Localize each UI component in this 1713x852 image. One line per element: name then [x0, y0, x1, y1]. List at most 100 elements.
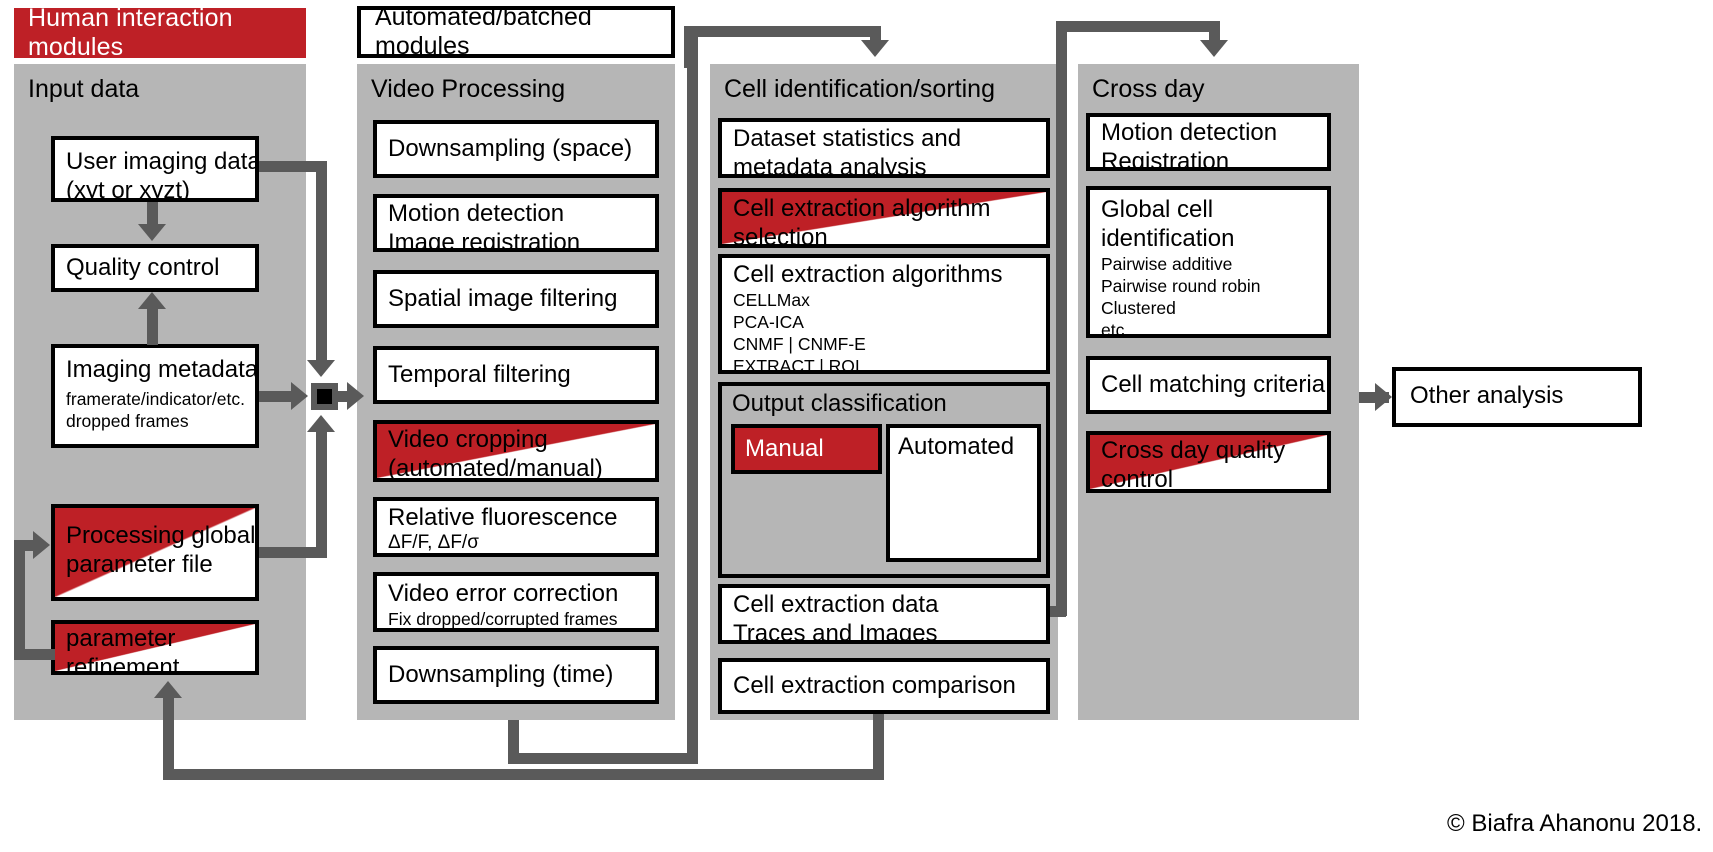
panel-title-cell-identification-sorting: Cell identification/sorting [724, 75, 995, 103]
box-parameter-refinement[interactable]: parameter refinement [51, 620, 259, 675]
box-automated[interactable]: Automated [886, 424, 1041, 562]
arrow-crossday-to-other [1375, 383, 1392, 411]
box-motion-detection-registration[interactable]: Motion detection Registration [1086, 113, 1331, 171]
connector-refinement-loop-left [14, 540, 25, 660]
connector-user-down [316, 161, 327, 361]
box-video-error-correction[interactable]: Video error correction Fix dropped/corru… [373, 572, 659, 632]
arrow-refinement-to-paramfile [33, 531, 50, 559]
box-user-imaging-data[interactable]: User imaging data (xyt or xyzt) [51, 136, 259, 202]
box-cell-extraction-comparison-line1: Cell extraction comparison [733, 672, 1016, 699]
panel-title-cross-day: Cross day [1092, 75, 1205, 103]
box-imaging-metadata-sub1: framerate/indicator/etc. [66, 389, 245, 409]
group-output-classification: Output classification Manual Automated [718, 382, 1050, 578]
arrow-video-to-cellid [861, 40, 889, 57]
box-global-cell-identification-line1: Global cell [1101, 196, 1214, 223]
box-parameter-refinement-line1: parameter [66, 625, 176, 652]
box-imaging-metadata-line1: Imaging metadata [66, 356, 259, 383]
box-downsampling-time[interactable]: Downsampling (time) [373, 646, 659, 704]
merge-junction-core [317, 389, 332, 404]
box-video-error-correction-sub1: Fix dropped/corrupted frames [388, 609, 618, 629]
box-cell-extraction-data-line1: Cell extraction data [733, 591, 939, 618]
box-cross-day-quality-control[interactable]: Cross day quality control [1086, 431, 1331, 493]
connector-feedback-video-up [687, 32, 698, 764]
box-cell-extraction-algorithms-sub3: CNMF | CNMF-E [733, 334, 866, 354]
legend-automated-label: Automated/batched modules [375, 3, 592, 60]
box-motion-detection-image-registration[interactable]: Motion detection Image registration [373, 194, 659, 252]
box-video-cropping-line1: Video cropping [388, 426, 548, 453]
box-cell-extraction-algorithms-line1: Cell extraction algorithms [733, 261, 1003, 288]
box-imaging-metadata[interactable]: Imaging metadata framerate/indicator/etc… [51, 344, 259, 448]
box-video-cropping[interactable]: Video cropping (automated/manual) [373, 420, 659, 482]
box-user-imaging-data-line1: User imaging data [66, 148, 259, 175]
box-other-analysis[interactable]: Other analysis [1392, 367, 1642, 427]
box-quality-control-line1: Quality control [66, 254, 220, 281]
box-dataset-statistics[interactable]: Dataset statistics and metadata analysis [718, 118, 1050, 178]
box-spatial-image-filtering[interactable]: Spatial image filtering [373, 270, 659, 328]
box-processing-global-parameter-file-line1: Processing global [66, 522, 256, 549]
connector-paramfile-up [316, 432, 327, 554]
box-relative-fluorescence-line1: Relative fluorescence [388, 504, 618, 531]
connector-junction-to-video [338, 391, 352, 402]
box-video-cropping-line2: (automated/manual) [388, 455, 603, 482]
box-cell-matching-criteria[interactable]: Cell matching criteria [1086, 356, 1331, 414]
box-cell-extraction-algorithms-sub2: PCA-ICA [733, 312, 804, 332]
box-manual-label: Manual [745, 435, 824, 462]
box-cross-day-quality-control-line2: control [1101, 466, 1174, 493]
arrow-junction-to-video [347, 382, 364, 410]
box-cell-extraction-algorithm-selection-line2: selection [733, 224, 828, 248]
box-dataset-statistics-line2: metadata analysis [733, 154, 927, 178]
box-cell-extraction-algorithm-selection[interactable]: Cell extraction algorithm selection [718, 188, 1050, 248]
connector-extractiondata-to-loop [1050, 606, 1066, 617]
arrow-user-to-quality [138, 224, 166, 241]
box-cell-extraction-comparison[interactable]: Cell extraction comparison [718, 658, 1050, 714]
connector-feedback-bottom-rail [163, 769, 884, 780]
box-motion-detection-image-registration-line1: Motion detection [388, 200, 565, 227]
connector-crossday-to-other [1359, 392, 1389, 403]
connector-refinement-loop-top [14, 540, 34, 551]
box-temporal-filtering[interactable]: Temporal filtering [373, 346, 659, 404]
connector-metadata-to-junction [259, 391, 293, 402]
arrow-user-into-junction [307, 360, 335, 377]
group-output-classification-title: Output classification [732, 390, 947, 417]
box-imaging-metadata-sub2: dropped frames [66, 411, 189, 431]
arrow-feedback-to-refinement [154, 681, 182, 698]
legend-automated-batched: Automated/batched modules [357, 3, 675, 60]
box-video-error-correction-line1: Video error correction [388, 580, 619, 607]
box-global-cell-identification[interactable]: Global cell identification Pairwise addi… [1086, 186, 1331, 338]
panel-title-input-data: Input data [28, 75, 140, 103]
box-user-imaging-data-line2: (xyt or xyzt) [66, 177, 190, 202]
panel-title-video-processing: Video Processing [371, 75, 566, 103]
box-manual[interactable]: Manual [731, 424, 882, 474]
box-cell-extraction-algorithm-selection-line1: Cell extraction algorithm [733, 195, 991, 222]
connector-feedback-comparison-down [873, 714, 884, 780]
box-cell-matching-criteria-line1: Cell matching criteria [1101, 371, 1326, 398]
arrow-metadata-to-junction [291, 382, 308, 410]
box-quality-control[interactable]: Quality control [51, 244, 259, 292]
box-global-cell-identification-sub2: Pairwise round robin [1101, 276, 1261, 296]
box-global-cell-identification-sub3: Clustered [1101, 298, 1176, 318]
connector-feedback-video-down [508, 720, 519, 764]
arrow-metadata-to-quality [138, 292, 166, 309]
connector-metadata-to-quality [147, 309, 158, 345]
box-cell-extraction-algorithms-sub1: CELLMax [733, 290, 810, 310]
copyright-text: © Biafra Ahanonu 2018. [1447, 810, 1703, 837]
connector-user-right [259, 161, 327, 172]
box-downsampling-space[interactable]: Downsampling (space) [373, 120, 659, 178]
box-processing-global-parameter-file-line2: parameter file [66, 551, 213, 578]
box-processing-global-parameter-file[interactable]: Processing global parameter file [51, 504, 259, 601]
connector-video-to-cellid-top [684, 26, 881, 37]
box-relative-fluorescence[interactable]: Relative fluorescence ΔF/F, ΔF/σ [373, 497, 659, 557]
box-downsampling-time-line1: Downsampling (time) [388, 661, 614, 688]
box-dataset-statistics-line1: Dataset statistics and [733, 125, 962, 152]
box-global-cell-identification-line2: identification [1101, 225, 1235, 252]
box-relative-fluorescence-sub1: ΔF/F, ΔF/σ [388, 532, 479, 553]
arrow-cellid-to-crossday [1200, 40, 1228, 57]
box-cell-extraction-data-line2: Traces and Images [733, 620, 938, 644]
box-cell-extraction-data[interactable]: Cell extraction data Traces and Images [718, 584, 1050, 644]
connector-user-to-quality [147, 202, 158, 226]
box-cell-extraction-algorithms[interactable]: Cell extraction algorithms CELLMax PCA-I… [718, 254, 1050, 374]
box-motion-detection-image-registration-line2: Image registration [388, 229, 581, 252]
box-cross-day-quality-control-line1: Cross day quality [1101, 437, 1286, 464]
connector-feedback-video-right [508, 753, 698, 764]
